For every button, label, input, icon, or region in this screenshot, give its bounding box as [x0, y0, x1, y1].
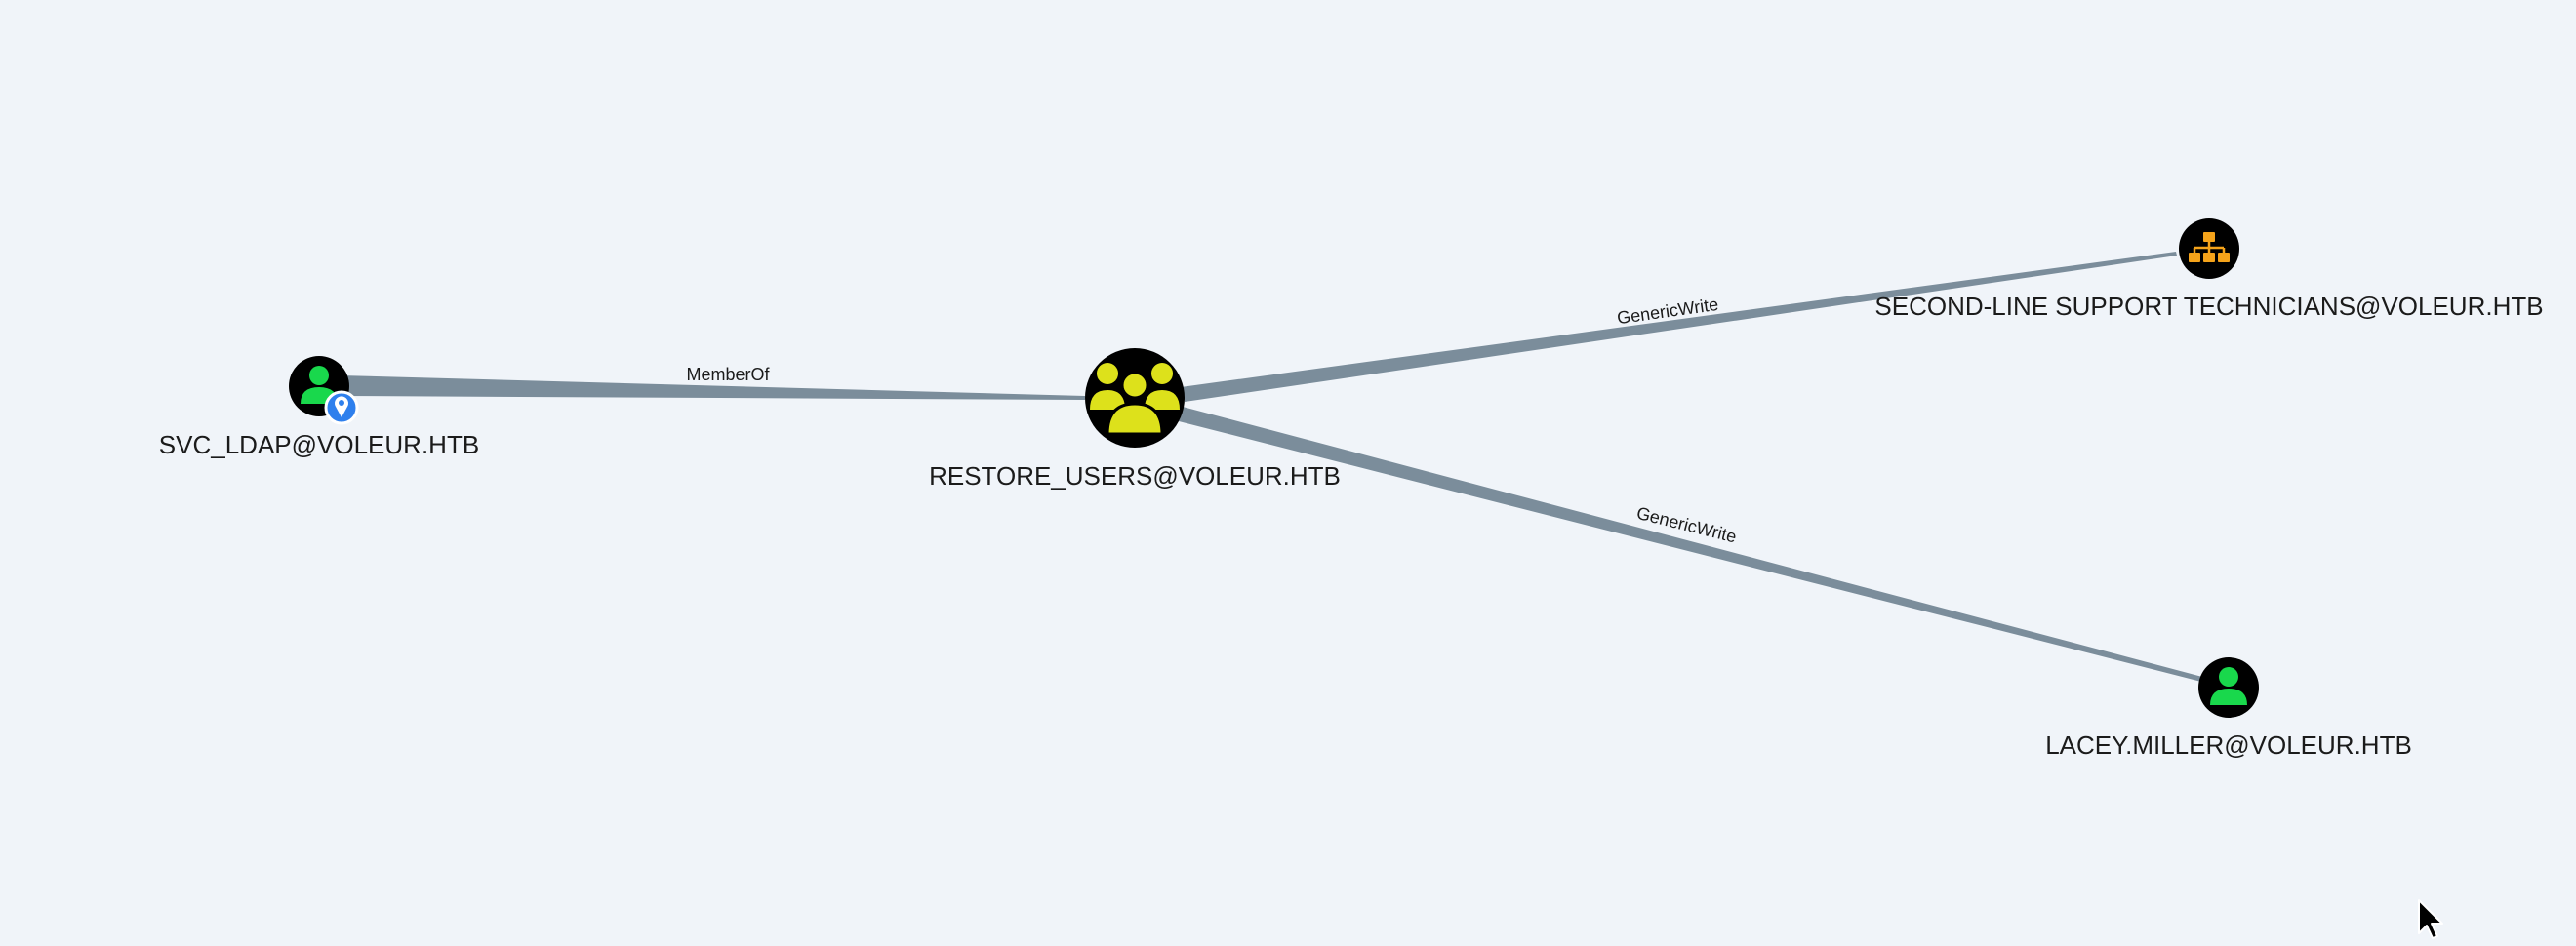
node-lacey-miller[interactable]: LACEY.MILLER@VOLEUR.HTB: [2045, 657, 2412, 760]
edge-memberof[interactable]: [340, 375, 1085, 400]
edge-genericwrite-lacey-miller[interactable]: [1179, 407, 2202, 682]
org-chart-icon: [2189, 232, 2230, 262]
node-label-lacey-miller: LACEY.MILLER@VOLEUR.HTB: [2045, 730, 2412, 760]
group-icon: [1090, 363, 1180, 436]
owned-pin-icon: [324, 390, 359, 425]
node-second-line-support[interactable]: SECOND-LINE SUPPORT TECHNICIANS@VOLEUR.H…: [1874, 218, 2544, 321]
mouse-cursor-icon: [2418, 899, 2443, 939]
node-restore-users[interactable]: RESTORE_USERS@VOLEUR.HTB: [929, 348, 1341, 491]
edge-genericwrite-second-line[interactable]: [1181, 252, 2177, 402]
edge-label-memberof: MemberOf: [686, 365, 770, 384]
node-label-restore-users: RESTORE_USERS@VOLEUR.HTB: [929, 461, 1341, 491]
user-icon: [2210, 667, 2247, 705]
edges: [340, 252, 2202, 682]
node-label-svc-ldap: SVC_LDAP@VOLEUR.HTB: [159, 430, 479, 459]
node-svc-ldap[interactable]: SVC_LDAP@VOLEUR.HTB: [159, 356, 479, 459]
node-label-second-line-support: SECOND-LINE SUPPORT TECHNICIANS@VOLEUR.H…: [1874, 292, 2543, 321]
